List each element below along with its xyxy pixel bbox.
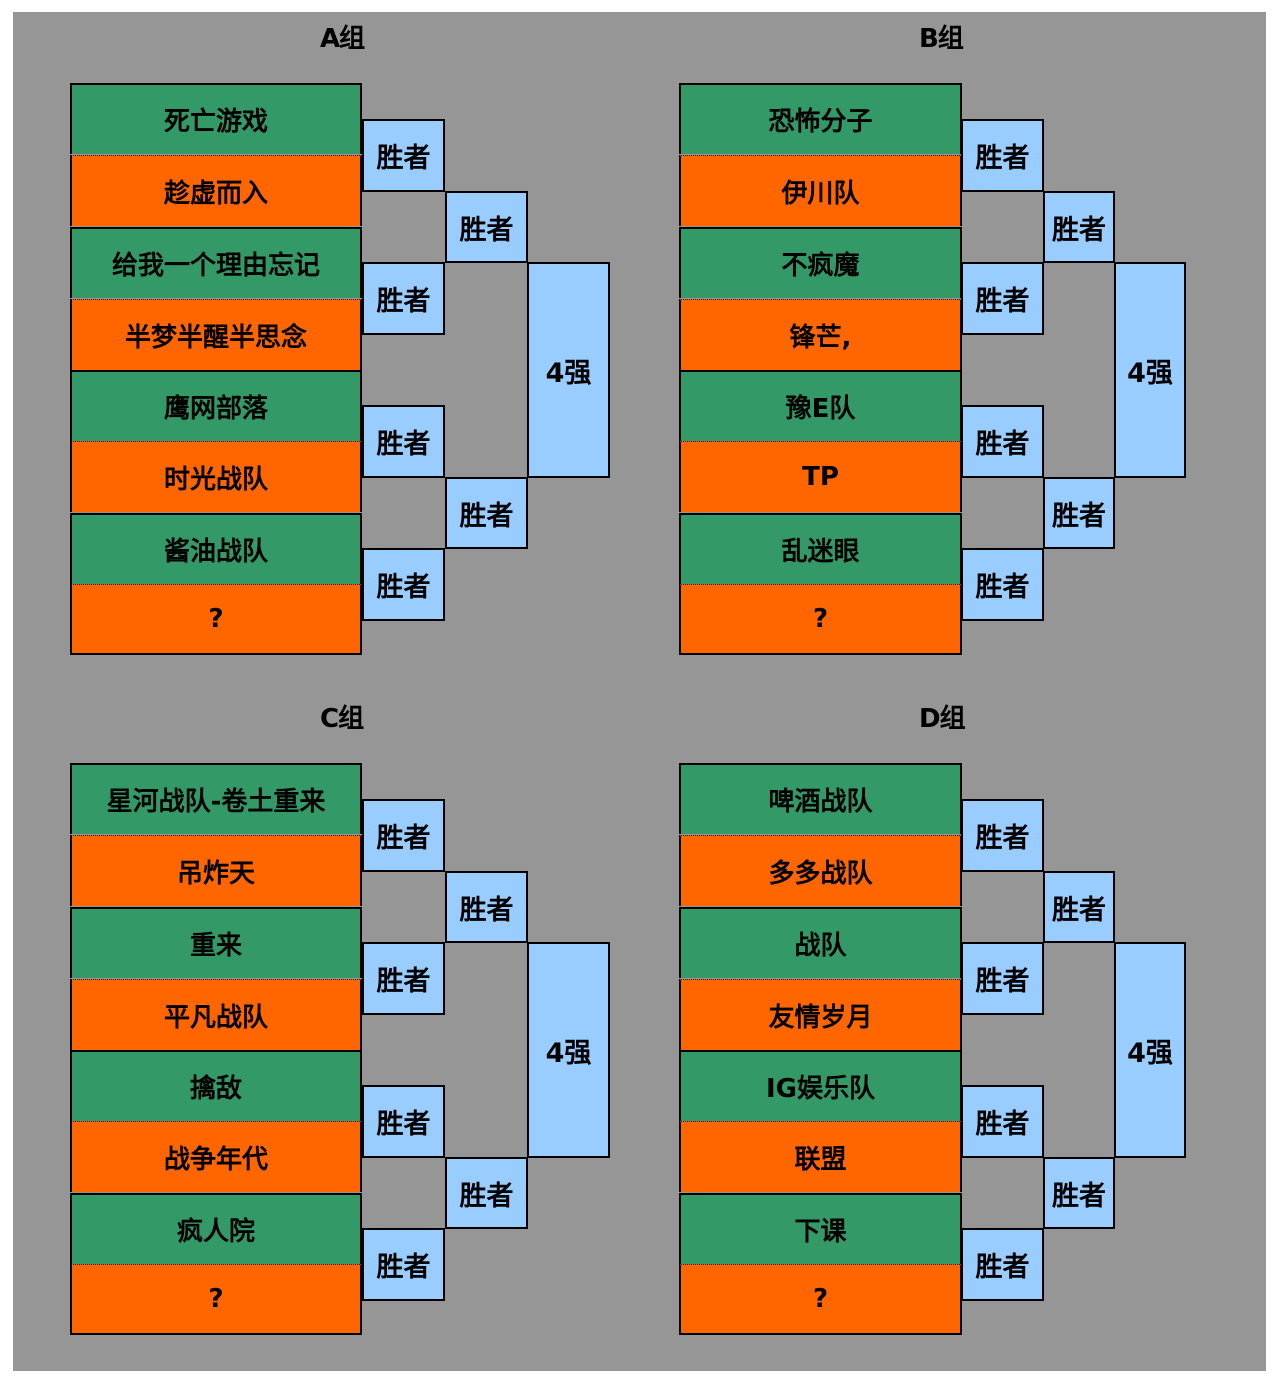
team-slot: 伊川队 [679, 155, 962, 226]
final-four-box: 4强 [1114, 262, 1186, 478]
round1-winner-box: 胜者 [362, 1228, 445, 1301]
team-slot: ? [679, 1264, 962, 1335]
team-slot: IG娱乐队 [679, 1050, 962, 1121]
round1-winner-box: 胜者 [362, 262, 445, 335]
team-slot: ? [70, 584, 362, 655]
team-slot: 不疯魔 [679, 227, 962, 298]
round1-winner-box: 胜者 [961, 262, 1044, 335]
round2-winner-box: 胜者 [445, 191, 528, 263]
team-slot: 趁虚而入 [70, 155, 362, 226]
group-title: D组 [919, 704, 966, 734]
team-slot: 鹰网部落 [70, 370, 362, 441]
group-c: C组 星河战队-卷土重来 吊炸天 重来 平凡战队 擒敌 战争年代 疯人院 ? 胜… [70, 692, 670, 1352]
team-slot: 疯人院 [70, 1193, 362, 1264]
team-slot: 酱油战队 [70, 513, 362, 584]
round1-winner-box: 胜者 [362, 119, 445, 192]
team-slot: 恐怖分子 [679, 83, 962, 154]
team-slot: 重来 [70, 907, 362, 978]
group-title: C组 [320, 704, 364, 734]
team-slot: 战队 [679, 907, 962, 978]
round2-winner-box: 胜者 [445, 477, 528, 549]
team-slot: 吊炸天 [70, 835, 362, 906]
round1-winner-box: 胜者 [362, 405, 445, 478]
round1-winner-box: 胜者 [362, 942, 445, 1015]
round1-winner-box: 胜者 [961, 942, 1044, 1015]
round2-winner-box: 胜者 [445, 1157, 528, 1229]
round2-winner-box: 胜者 [1043, 1157, 1115, 1229]
team-slot: 时光战队 [70, 441, 362, 512]
round2-winner-box: 胜者 [445, 871, 528, 943]
team-slot: 星河战队-卷土重来 [70, 763, 362, 834]
final-four-box: 4强 [527, 262, 610, 478]
team-slot: 锋芒, [679, 299, 962, 370]
round2-winner-box: 胜者 [1043, 191, 1115, 263]
round1-winner-box: 胜者 [362, 1085, 445, 1158]
team-slot: 擒敌 [70, 1050, 362, 1121]
team-slot: TP [679, 441, 962, 512]
round1-winner-box: 胜者 [961, 119, 1044, 192]
round1-winner-box: 胜者 [961, 548, 1044, 621]
team-slot: 联盟 [679, 1121, 962, 1192]
round1-winner-box: 胜者 [362, 799, 445, 872]
team-slot: 啤酒战队 [679, 763, 962, 834]
team-slot: 半梦半醒半思念 [70, 299, 362, 370]
team-slot: 给我一个理由忘记 [70, 227, 362, 298]
round1-winner-box: 胜者 [362, 548, 445, 621]
team-slot: 平凡战队 [70, 979, 362, 1050]
final-four-box: 4强 [527, 942, 610, 1158]
round1-winner-box: 胜者 [961, 799, 1044, 872]
team-slot: 战争年代 [70, 1121, 362, 1192]
round2-winner-box: 胜者 [1043, 871, 1115, 943]
team-slot: ? [679, 584, 962, 655]
round1-winner-box: 胜者 [961, 405, 1044, 478]
group-b: B组 恐怖分子 伊川队 不疯魔 锋芒, 豫E队 TP 乱迷眼 ? 胜者 胜者 胜… [679, 12, 1278, 672]
group-title: B组 [919, 24, 964, 54]
team-slot: ? [70, 1264, 362, 1335]
round1-winner-box: 胜者 [961, 1228, 1044, 1301]
group-a: A组 死亡游戏 趁虚而入 给我一个理由忘记 半梦半醒半思念 鹰网部落 时光战队 … [70, 12, 670, 672]
team-slot: 多多战队 [679, 835, 962, 906]
final-four-box: 4强 [1114, 942, 1186, 1158]
round1-winner-box: 胜者 [961, 1085, 1044, 1158]
round2-winner-box: 胜者 [1043, 477, 1115, 549]
team-slot: 下课 [679, 1193, 962, 1264]
team-slot: 豫E队 [679, 370, 962, 441]
group-d: D组 啤酒战队 多多战队 战队 友情岁月 IG娱乐队 联盟 下课 ? 胜者 胜者… [679, 692, 1278, 1352]
team-slot: 乱迷眼 [679, 513, 962, 584]
bracket-canvas: A组 死亡游戏 趁虚而入 给我一个理由忘记 半梦半醒半思念 鹰网部落 时光战队 … [13, 12, 1266, 1371]
team-slot: 死亡游戏 [70, 83, 362, 154]
team-slot: 友情岁月 [679, 979, 962, 1050]
group-title: A组 [320, 24, 365, 54]
